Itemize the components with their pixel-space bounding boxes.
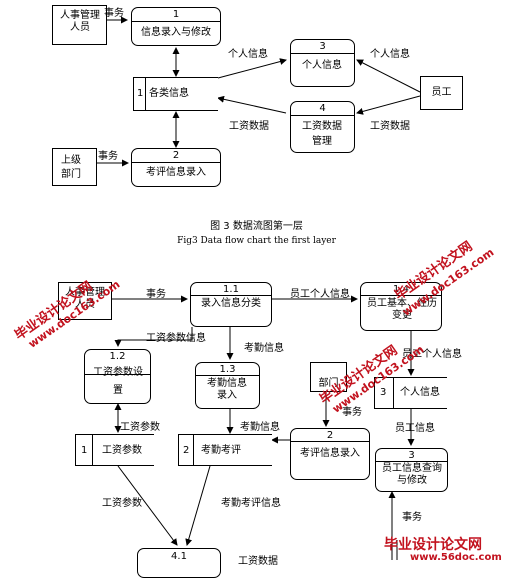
process-3-query-divider: [375, 461, 448, 462]
process-1-number: 1: [172, 9, 180, 20]
flow-label-personal-right: 个人信息: [370, 49, 410, 60]
process-1-divider: [131, 21, 221, 22]
process-1-2-number: 1.2: [109, 351, 126, 362]
process-3-number: 3: [319, 41, 326, 52]
process-1-3: [195, 362, 260, 409]
process-1-3-label: 考勤信息录入: [207, 378, 247, 401]
process-1-1-label: 录入信息分类: [201, 298, 261, 309]
entity-hr-staff-2: [58, 282, 112, 320]
entity-superior-dept-label: 上级部门: [61, 155, 81, 180]
flow-store1-to-p41: [117, 465, 178, 546]
flow-label-attendance-eval: 考勤考评信息: [221, 498, 281, 509]
entity-employee: [420, 76, 463, 110]
watermark-url-bottom: www.56doc.com: [410, 552, 502, 563]
process-1-4: [360, 282, 442, 331]
figure-caption-en: Fig3 Data flow chart the first layer: [177, 236, 336, 246]
flow-label-salary-param-3: 工资参数: [102, 498, 142, 509]
flow-label-attendance-info-2: 考勤信息: [240, 422, 280, 433]
flow-store2-to-p41: [185, 465, 211, 546]
process-4-divider: [290, 115, 355, 116]
flow-label-affairs-top: 事务: [146, 289, 166, 300]
process-2-number: 2: [172, 150, 180, 161]
entity-employee-label: 员工: [431, 87, 452, 98]
process-2-divider: [131, 162, 221, 163]
process-1-2-label: 工资参数设置: [93, 367, 143, 396]
data-store-all-info-number: 1: [137, 88, 144, 99]
data-store-personal-info: [374, 377, 447, 409]
data-store-attendance-divider: [193, 434, 194, 466]
flow-label-hr-affairs: 事务: [104, 8, 124, 19]
process-1-3-number: 1.3: [219, 364, 236, 375]
entity-department: [310, 362, 347, 392]
flow-label-attendance-info: 考勤信息: [244, 343, 284, 354]
process-1-1-number: 1.1: [223, 284, 239, 295]
data-store-personal-info-label: 个人信息: [400, 387, 440, 398]
flow-label-salary-left: 工资数据: [229, 121, 269, 132]
entity-hr-staff-2-label: 人事管理人员: [65, 287, 105, 310]
flow-employee-to-p4: [356, 95, 421, 115]
data-store-salary-param-divider: [92, 434, 93, 466]
process-1-1: [190, 282, 272, 327]
process-1-label: 信息录入与修改: [141, 27, 211, 38]
data-store-all-info: [133, 77, 218, 111]
figure-caption-cn: 图 3 数据流图第一层: [210, 221, 303, 232]
flow-employee-to-p3: [356, 59, 421, 93]
entity-hr-staff: [52, 5, 107, 45]
data-store-salary-param: [75, 434, 154, 466]
data-store-salary-param-number: 1: [81, 445, 88, 456]
flow-label-salary-param-2: 工资参数: [120, 422, 160, 433]
flow-label-staff-personal: 员工个人信息: [290, 289, 350, 300]
process-2-label: 考评信息录入: [146, 167, 206, 178]
data-store-all-info-label: 各类信息: [149, 88, 189, 99]
process-2-eval-number: 2: [326, 430, 334, 441]
process-3-label: 个人信息: [302, 60, 342, 71]
process-2-eval: [290, 428, 370, 480]
data-store-all-info-divider: [145, 77, 146, 111]
process-2-eval-divider: [290, 441, 370, 442]
data-store-personal-info-number: 3: [380, 387, 387, 398]
flow-label-salary-data: 工资数据: [238, 556, 278, 567]
process-1-4-number: 1.4: [393, 284, 409, 295]
flow-label-salary-right: 工资数据: [370, 121, 410, 132]
process-1: [131, 7, 221, 46]
flow-p11-to-p12: [114, 327, 193, 347]
process-1-2-divider: [84, 374, 151, 375]
process-2: [131, 148, 221, 187]
process-3: [290, 39, 355, 87]
process-2-eval-label: 考评信息录入: [300, 448, 360, 459]
flow-label-personal-left: 个人信息: [228, 49, 268, 60]
process-4-label: 工资数据管理: [302, 121, 342, 147]
process-4: [290, 101, 355, 153]
process-4-1-number: 4.1: [171, 551, 187, 562]
flow-label-affairs-dept: 事务: [342, 407, 362, 418]
process-1-4-label: 员工基本、经历变更: [367, 298, 437, 321]
process-4-number: 4: [319, 103, 326, 114]
flow-label-salary-param: 工资参数信息: [146, 333, 206, 344]
watermark-site-cn-bottom: 毕业设计论文网: [384, 537, 482, 553]
flow-store-to-p3: [217, 58, 287, 79]
flow-label-superior-affairs: 事务: [98, 151, 118, 162]
flow-label-staff-info: 员工信息: [395, 423, 435, 434]
data-store-salary-param-label: 工资参数: [102, 445, 142, 456]
diagram-lines: [97, 16, 421, 560]
process-1-2: [84, 349, 151, 404]
flow-label-affairs-bottom: 事务: [402, 512, 422, 523]
process-1-4-divider: [360, 295, 442, 296]
entity-superior-dept: [52, 148, 97, 186]
process-3-query: [375, 448, 448, 492]
data-store-personal-info-divider: [393, 377, 394, 409]
entity-department-label: 部门: [318, 378, 339, 389]
process-3-divider: [290, 53, 355, 54]
process-3-query-number: 3: [408, 450, 415, 461]
process-1-3-divider: [195, 375, 260, 376]
data-flow-diagram-page: 人事管理人员 事务 1 信息录入与修改 3 个人信息 个人信息 个人信息 1 各…: [12, 5, 502, 578]
flow-p4-to-store: [217, 95, 287, 114]
flow-label-staff-personal-2: 员工个人信息: [402, 349, 462, 360]
data-store-attendance-label: 考勤考评: [201, 445, 241, 456]
process-1-1-divider: [190, 295, 272, 296]
entity-hr-staff-label: 人事管理人员: [60, 10, 100, 33]
process-3-query-label: 员工信息查询与修改: [382, 463, 442, 486]
data-store-attendance-number: 2: [183, 445, 190, 456]
